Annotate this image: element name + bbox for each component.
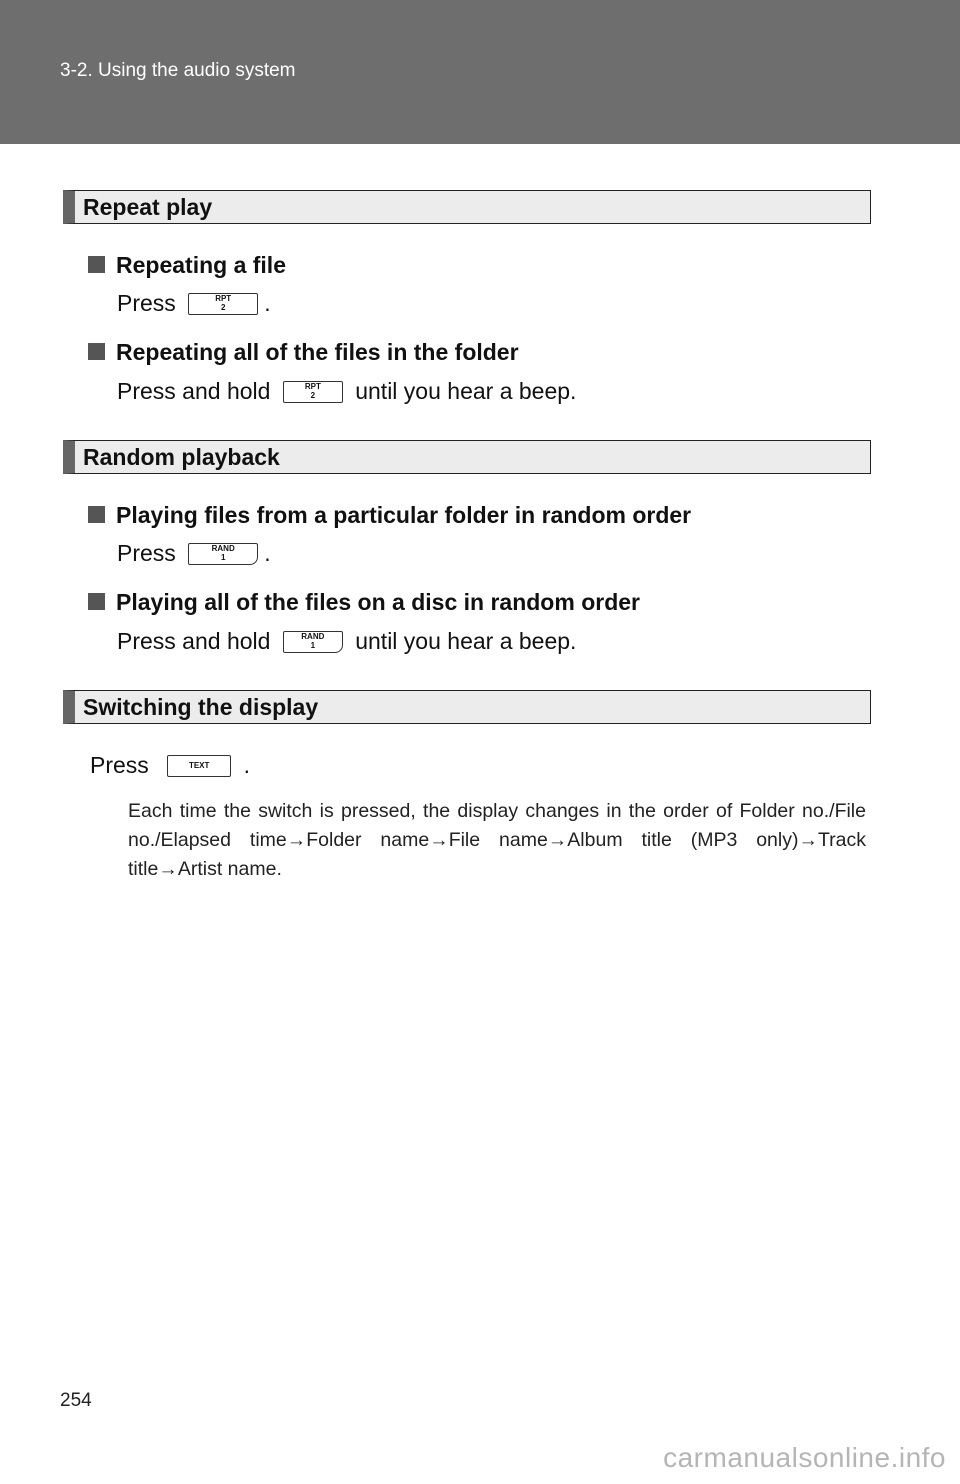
section-title: Repeat play — [83, 194, 213, 220]
header-band — [0, 0, 960, 144]
rpt-button-icon: RPT 2 — [282, 381, 343, 403]
subheading: Repeating a file — [88, 252, 286, 279]
bullet-square-icon — [88, 256, 105, 273]
rand-button-icon: RAND 1 — [188, 543, 259, 565]
bullet-square-icon — [88, 506, 105, 523]
section-title: Random playback — [83, 444, 280, 470]
section-title-bar: Random playback — [63, 440, 871, 474]
instruction-line: Press and hold RAND 1 until you hear a b… — [117, 628, 577, 654]
rand-button-icon: RAND 1 — [282, 631, 343, 653]
breadcrumb: 3-2. Using the audio system — [60, 60, 296, 81]
subheading: Playing all of the files on a disc in ra… — [88, 589, 640, 616]
note-paragraph: Each time the switch is pressed, the dis… — [128, 800, 866, 880]
section-title-bar: Switching the display — [63, 690, 871, 724]
bullet-square-icon — [88, 593, 105, 610]
text-button-icon: TEXT — [167, 755, 232, 777]
page-number: 254 — [60, 1390, 92, 1411]
rpt-button-icon: RPT 2 — [188, 293, 259, 315]
section-title: Switching the display — [83, 694, 319, 720]
instruction-line: Press and hold RPT 2 until you hear a be… — [117, 378, 577, 404]
section-title-bar: Repeat play — [63, 190, 871, 224]
bullet-square-icon — [88, 343, 105, 360]
watermark: carmanualsonline.info — [663, 1442, 946, 1473]
subheading: Repeating all of the files in the folder — [88, 339, 519, 366]
instruction-line: Press RPT 2 . — [117, 290, 271, 316]
instruction-line: Press TEXT . — [90, 752, 250, 778]
instruction-line: Press RAND 1 . — [117, 540, 271, 566]
subheading: Playing files from a particular folder i… — [88, 502, 691, 529]
